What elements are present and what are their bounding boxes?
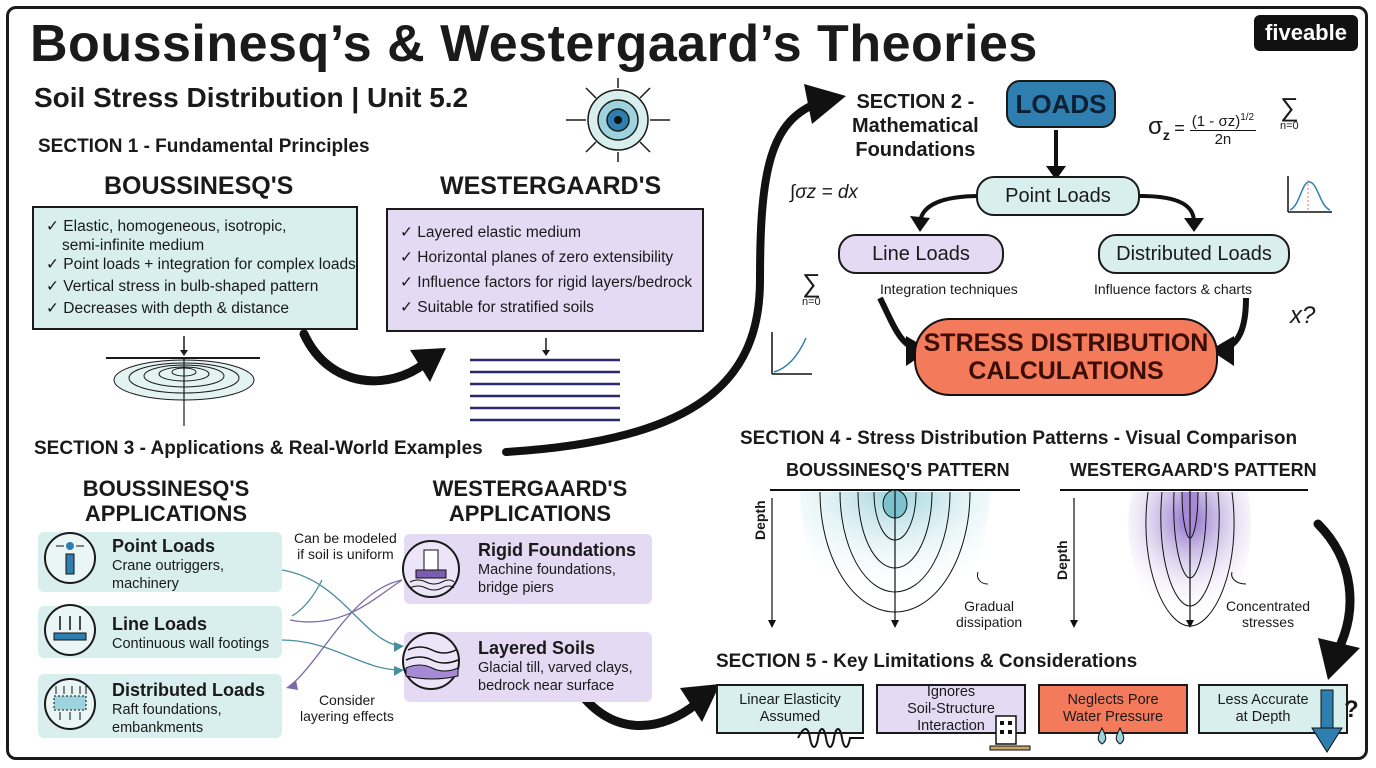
spring-icon	[797, 728, 864, 748]
principle-item: ✓ Suitable for stratified soils	[400, 299, 594, 316]
distributed-loads-note: Influence factors & charts	[1094, 281, 1252, 297]
rigid-foundation-icon	[402, 540, 460, 598]
loads-node: LOADS	[1006, 80, 1116, 128]
boussinesq-pattern-label: BOUSSINESQ'S PATTERN	[786, 460, 1010, 480]
boussinesq-title: BOUSSINESQ'S	[104, 172, 294, 200]
building-icon	[989, 715, 1031, 751]
page-frame	[6, 6, 1368, 760]
gradual-dissipation-note: Gradual dissipation	[956, 598, 1023, 630]
principle-item: ✓ Decreases with depth & distance	[46, 300, 290, 317]
unknown-variable: x?	[1290, 302, 1316, 329]
section2-heading: SECTION 2 - Mathematical Foundations	[852, 91, 979, 161]
depth-axis-label: Depth	[1054, 540, 1070, 580]
boussinesq-pattern-diagram	[768, 489, 1020, 628]
integral-expression: ∫σz = dx	[790, 182, 858, 203]
principle-item: ✓ Horizontal planes of zero extensibilit…	[400, 249, 674, 266]
principle-item: ✓ Elastic, homogeneous, isotropic,	[46, 218, 287, 235]
layered-medium-sketch	[470, 338, 620, 422]
fiveable-logo: fiveable	[1254, 15, 1358, 51]
page-title: Boussinesq’s & Westergaard’s Theories	[30, 15, 1038, 73]
depth-axis-label: Depth	[752, 500, 768, 540]
summation-symbol: ∑ n=0	[802, 268, 821, 308]
westergaard-title: WESTERGAARD'S	[440, 172, 662, 200]
line-load-icon	[44, 604, 96, 656]
section4-heading: SECTION 4 - Stress Distribution Patterns…	[740, 428, 1298, 449]
stress-bulb-sketch	[106, 336, 260, 426]
layered-soil-icon	[402, 632, 460, 690]
boussinesq-applications-title: BOUSSINESQ'S APPLICATIONS	[82, 476, 250, 526]
line-loads-note: Integration techniques	[880, 281, 1018, 297]
curve-graph-icon	[771, 332, 812, 375]
westergaard-pattern-label: WESTERGAARD'S PATTERN	[1070, 460, 1317, 480]
flow-arrow	[573, 684, 720, 730]
westergaard-applications-title: WESTERGAARD'S APPLICATIONS	[432, 476, 628, 526]
principle-item: ✓ Vertical stress in bulb-shaped pattern	[46, 278, 319, 295]
distributed-loads-node: Distributed Loads	[1098, 234, 1290, 274]
section3-heading: SECTION 3 - Applications & Real-World Ex…	[34, 438, 483, 459]
target-icon	[566, 78, 670, 162]
principle-item: ✓ Layered elastic medium	[400, 224, 581, 241]
point-load-icon	[44, 532, 96, 584]
section5-heading: SECTION 5 - Key Limitations & Considerat…	[716, 651, 1138, 672]
stress-formula: σz = (1 - σz)1/2 2n	[1148, 112, 1257, 148]
summation-symbol: ∑ n=0	[1280, 92, 1299, 132]
principle-item: ✓ Point loads + integration for complex …	[46, 256, 356, 273]
flow-arrow	[502, 84, 846, 456]
principle-item: ✓ Influence factors for rigid layers/bed…	[400, 274, 693, 291]
point-loads-node: Point Loads	[976, 176, 1140, 216]
line-loads-node: Line Loads	[838, 234, 1004, 274]
down-arrow-icon	[1311, 689, 1343, 753]
flow-arrow	[1313, 519, 1360, 680]
principle-item: semi-infinite medium	[62, 237, 205, 254]
section1-heading: SECTION 1 - Fundamental Principles	[38, 136, 370, 157]
bell-curve-icon	[1287, 176, 1332, 213]
note-layering: Consider layering effects	[300, 692, 394, 724]
note-uniform-soil: Can be modeled if soil is uniform	[294, 530, 397, 562]
flow-arrow	[299, 329, 446, 386]
westergaard-principles-box: ✓ Layered elastic medium ✓ Horizontal pl…	[386, 208, 704, 332]
cross-reference-connectors	[281, 569, 404, 690]
stress-calculations-node: STRESS DISTRIBUTION CALCULATIONS	[914, 318, 1218, 396]
question-mark: ?	[1344, 696, 1359, 723]
westergaard-pattern-diagram	[1060, 489, 1308, 630]
distributed-load-icon	[44, 678, 96, 730]
water-drop-icon	[1097, 726, 1125, 745]
page-subtitle: Soil Stress Distribution | Unit 5.2	[34, 82, 469, 113]
boussinesq-principles-box: ✓ Elastic, homogeneous, isotropic, semi-…	[32, 206, 358, 330]
concentrated-stresses-note: Concentrated stresses	[1226, 598, 1311, 630]
